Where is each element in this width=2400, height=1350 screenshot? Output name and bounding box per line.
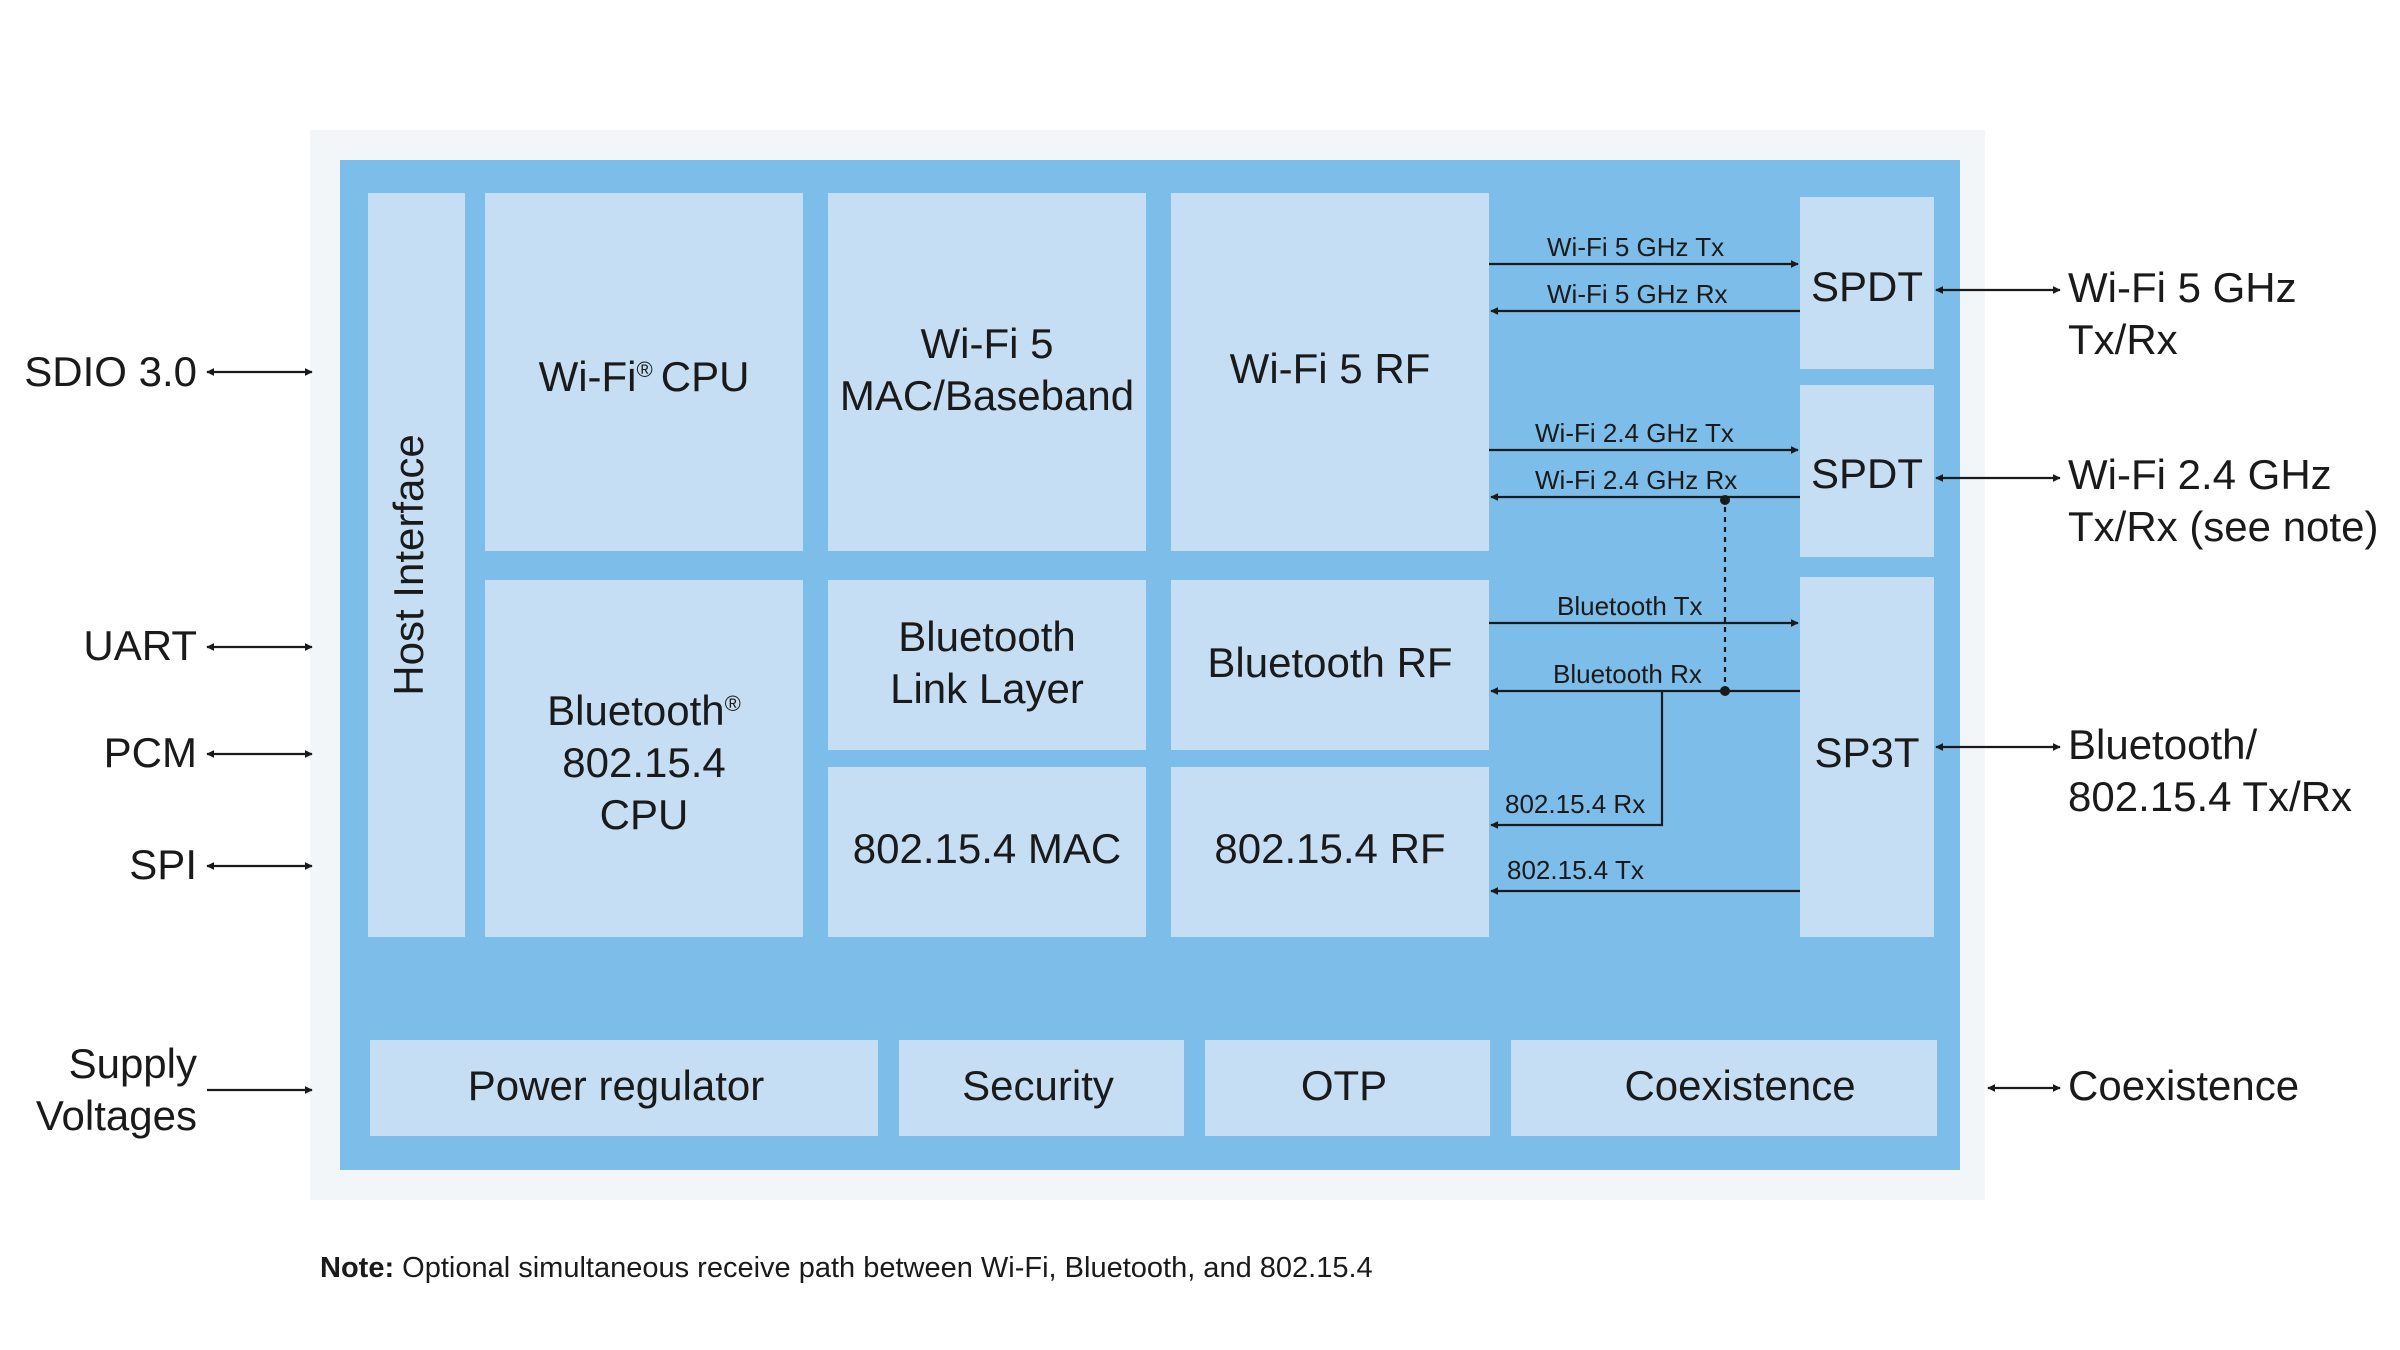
footnote: Note: Optional simultaneous receive path…: [320, 1252, 1373, 1285]
junction-dot-bt: [1720, 686, 1730, 696]
zb-rf-block: 802.15.4 RF: [1171, 767, 1489, 937]
zb-mac-block: 802.15.4 MAC: [828, 767, 1146, 937]
internal-signals: Wi-Fi 5 GHz Tx Wi-Fi 5 GHz Rx Wi-Fi 2.4 …: [1489, 232, 1800, 895]
wifi24-ant-label-line2: Tx/Rx (see note): [2068, 503, 2378, 550]
footnote-label: Note:: [320, 1252, 395, 1284]
wifi-mac-label-line1: Wi-Fi 5: [921, 320, 1054, 367]
wifi5-tx-label: Wi-Fi 5 GHz Tx: [1547, 232, 1724, 262]
supply-label-line1: Supply: [69, 1040, 197, 1087]
wifi-mac-baseband-block: Wi-Fi 5 MAC/Baseband: [828, 193, 1146, 551]
otp-label: OTP: [1301, 1062, 1387, 1109]
pcm-label: PCM: [104, 729, 197, 776]
coex-ext-label: Coexistence: [2068, 1062, 2299, 1109]
right-interfaces: Wi-Fi 5 GHz Tx/Rx Wi-Fi 2.4 GHz Tx/Rx (s…: [1935, 264, 2378, 1109]
wifi24-tx-label: Wi-Fi 2.4 GHz Tx: [1535, 418, 1734, 448]
supply-label-line2: Voltages: [36, 1092, 197, 1139]
bt-cpu-label-line3: CPU: [600, 791, 689, 838]
wifi5-rx-label: Wi-Fi 5 GHz Rx: [1547, 279, 1728, 309]
host-interface-block: Host Interface: [368, 193, 465, 937]
bt-rf-label: Bluetooth RF: [1207, 639, 1452, 686]
sp3t-label: SP3T: [1814, 729, 1919, 776]
zb-mac-label: 802.15.4 MAC: [853, 825, 1122, 872]
spdt-5ghz-switch: SPDT: [1800, 197, 1934, 369]
security-label: Security: [962, 1062, 1114, 1109]
bt-cpu-label-line2: 802.15.4: [562, 739, 726, 786]
bt-ant-label-line1: Bluetooth/: [2068, 721, 2257, 768]
zb-rx-label: 802.15.4 Rx: [1505, 789, 1645, 819]
sp3t-switch: SP3T: [1800, 577, 1934, 937]
spdt-24ghz-label: SPDT: [1811, 450, 1923, 497]
host-interface-label: Host Interface: [385, 434, 432, 695]
footnote-text: Optional simultaneous receive path betwe…: [402, 1252, 1373, 1284]
spdt-24ghz-switch: SPDT: [1800, 385, 1934, 557]
wifi-rf-label: Wi-Fi 5 RF: [1230, 345, 1431, 392]
spi-label: SPI: [129, 841, 197, 888]
bluetooth-link-layer-block: Bluetooth Link Layer: [828, 580, 1146, 750]
zb-tx-label: 802.15.4 Tx: [1507, 855, 1644, 885]
wifi5-ant-label-line2: Tx/Rx: [2068, 316, 2178, 363]
bt-tx-label: Bluetooth Tx: [1557, 591, 1703, 621]
bt-rx-label: Bluetooth Rx: [1553, 659, 1702, 689]
bt-ll-label-line2: Link Layer: [890, 665, 1084, 712]
bt-ll-label-line1: Bluetooth: [898, 613, 1075, 660]
wifi-rf-block: Wi-Fi 5 RF: [1171, 193, 1489, 551]
coexistence-block: Coexistence: [1511, 1040, 1937, 1136]
zb-rf-label: 802.15.4 RF: [1214, 825, 1445, 872]
wifi-mac-label-line2: MAC/Baseband: [840, 372, 1134, 419]
power-regulator-block: Power regulator: [370, 1040, 878, 1136]
bt-ant-label-line2: 802.15.4 Tx/Rx: [2068, 773, 2352, 820]
junction-dot-wifi24: [1720, 495, 1730, 505]
spdt-5ghz-label: SPDT: [1811, 263, 1923, 310]
left-interfaces: SDIO 3.0 UART PCM SPI Supply Voltages: [24, 348, 313, 1139]
security-block: Security: [899, 1040, 1184, 1136]
wifi24-rx-label: Wi-Fi 2.4 GHz Rx: [1535, 465, 1737, 495]
power-regulator-label: Power regulator: [468, 1062, 764, 1109]
zb-rx-arrow: [1490, 691, 1664, 829]
bluetooth-cpu-block: Bluetooth® 802.15.4 CPU: [485, 580, 803, 937]
bt-cpu-label-line1: Bluetooth®: [547, 687, 741, 734]
sdio-label: SDIO 3.0: [24, 348, 197, 395]
wifi-cpu-label: Wi-Fi®CPU: [539, 353, 750, 400]
coexistence-label: Coexistence: [1624, 1062, 1855, 1109]
uart-label: UART: [83, 622, 197, 669]
wifi5-ant-label-line1: Wi-Fi 5 GHz: [2068, 264, 2297, 311]
wifi24-ant-label-line1: Wi-Fi 2.4 GHz: [2068, 451, 2332, 498]
otp-block: OTP: [1205, 1040, 1490, 1136]
bluetooth-rf-block: Bluetooth RF: [1171, 580, 1489, 750]
wifi-cpu-block: Wi-Fi®CPU: [485, 193, 803, 551]
